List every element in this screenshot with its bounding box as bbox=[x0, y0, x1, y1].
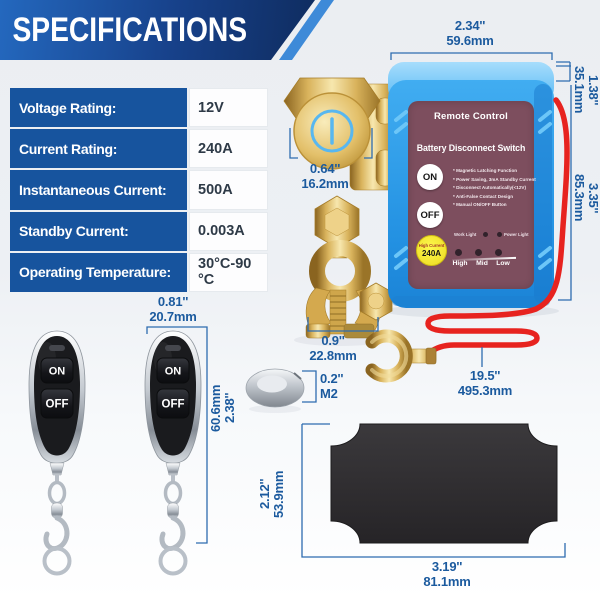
remote-on-button bbox=[156, 357, 190, 384]
badge-top-text: High Current bbox=[418, 243, 445, 248]
power-light-led bbox=[497, 232, 502, 237]
dim-inches: 3.35'' bbox=[586, 182, 600, 214]
dim-washer: 0.2'' M2 bbox=[320, 371, 364, 401]
badge-value-text: 240A bbox=[421, 249, 442, 258]
feature-item: * Manual ON/OFF Button bbox=[453, 202, 507, 208]
level-label-mid: Mid bbox=[476, 260, 488, 267]
remote-on-button bbox=[40, 357, 74, 384]
remote-off-label: OFF bbox=[46, 399, 69, 411]
dim-plate-width: 3.19'' 81.1mm bbox=[404, 559, 490, 589]
feature-item: * Disconnect Automatically(<12V) bbox=[453, 185, 526, 191]
dim-inches: 19.5'' bbox=[469, 368, 501, 383]
device-off-button: OFF bbox=[417, 202, 443, 228]
dim-inches: 2.12'' bbox=[257, 478, 272, 510]
low-level-led bbox=[495, 249, 502, 256]
remote-off-button bbox=[156, 388, 190, 419]
feature-item: * Power Saving, 3mA Standby Current bbox=[453, 176, 536, 182]
page-title: SPECIFICATIONS bbox=[12, 11, 248, 49]
mounting-plate-illustration bbox=[330, 423, 558, 544]
remote-2-illustration: ON OFF bbox=[144, 330, 202, 576]
washer-shadow bbox=[249, 405, 301, 413]
dim-remote-height: 60.6mm 2.38'' bbox=[208, 366, 237, 450]
lock-washer-illustration bbox=[245, 368, 305, 408]
dim-clamp-width: 0.9'' 22.8mm bbox=[301, 333, 365, 363]
fork-terminal-illustration bbox=[365, 329, 437, 383]
dim-remote-width: 0.81'' 20.7mm bbox=[140, 294, 206, 324]
power-light-label: Power Light bbox=[504, 232, 529, 237]
dim-post-diameter: 0.64'' 16.2mm bbox=[294, 161, 356, 191]
dim-inches: 0.64'' bbox=[309, 161, 341, 176]
dim-inches: 0.9'' bbox=[321, 333, 345, 348]
dim-inches: 2.38'' bbox=[222, 392, 237, 424]
remote-off-button bbox=[40, 388, 74, 419]
table-row: Operating Temperature: 30°C-90 °C bbox=[10, 252, 268, 292]
work-light-label: Work Light bbox=[454, 232, 477, 237]
spec-label: Standby Current: bbox=[10, 211, 187, 251]
device-title-line1: Remote Control bbox=[433, 111, 509, 122]
dimension-lines bbox=[146, 52, 572, 558]
dim-mm: 495.3mm bbox=[457, 382, 513, 398]
work-light-led bbox=[483, 232, 488, 237]
header-banner: SPECIFICATIONS bbox=[0, 0, 315, 60]
spec-value: 500A bbox=[189, 170, 268, 210]
diameter-icon bbox=[310, 109, 354, 153]
level-label-low: Low bbox=[496, 260, 510, 267]
feature-item: * Anti-False Contact Design bbox=[453, 193, 514, 199]
remote-led-window bbox=[49, 345, 65, 351]
dim-inches: 3.19'' bbox=[431, 559, 463, 574]
dim-lid-height: 1.38'' 35.1mm bbox=[572, 47, 600, 133]
dim-plate-height: 2.12'' 53.9mm bbox=[257, 452, 286, 536]
dim-mm: M2 bbox=[320, 385, 338, 401]
dim-mm: 85.3mm bbox=[572, 174, 587, 222]
battery-clamp-illustration bbox=[305, 195, 393, 339]
remote-off-label: OFF bbox=[162, 399, 185, 411]
table-row: Voltage Rating: 12V bbox=[10, 88, 268, 128]
table-row: Instantaneous Current: 500A bbox=[10, 170, 268, 210]
keychain bbox=[42, 462, 72, 576]
device-clip-ridges bbox=[394, 110, 552, 270]
device-feature-list: * Magnetic Latching Function * Power Sav… bbox=[453, 167, 536, 210]
remote-on-label: ON bbox=[49, 366, 66, 378]
dim-inches: 1.38'' bbox=[586, 74, 600, 106]
remote-wire bbox=[417, 97, 570, 359]
dim-top-width: 2.34'' 59.6mm bbox=[425, 18, 515, 48]
dim-mm: 53.9mm bbox=[271, 470, 286, 518]
remote-led-window bbox=[165, 345, 181, 351]
dim-wire-length: 19.5'' 495.3mm bbox=[441, 368, 529, 398]
spec-label: Voltage Rating: bbox=[10, 88, 187, 128]
remote-1-illustration: ON OFF bbox=[28, 330, 86, 576]
spec-value: 12V bbox=[189, 88, 268, 128]
dim-inches: 0.2'' bbox=[320, 371, 344, 386]
spec-table: Voltage Rating: 12V Current Rating: 240A… bbox=[10, 88, 268, 292]
mid-level-led bbox=[475, 249, 482, 256]
spec-value: 0.003A bbox=[189, 211, 268, 251]
high-current-badge: High Current 240A bbox=[416, 235, 447, 266]
dim-inches: 0.81'' bbox=[157, 294, 189, 309]
dim-mm: 81.1mm bbox=[423, 573, 471, 589]
remote-on-label: ON bbox=[165, 366, 182, 378]
spec-label: Operating Temperature: bbox=[10, 252, 187, 292]
dim-mm: 59.6mm bbox=[446, 32, 494, 48]
dim-mm: 60.6mm bbox=[208, 384, 223, 432]
dim-mm: 20.7mm bbox=[149, 308, 197, 324]
spec-value: 240A bbox=[189, 129, 268, 169]
device-on-button: ON bbox=[417, 164, 443, 190]
keychain bbox=[158, 462, 188, 576]
device-title-line2: Battery Disconnect Switch bbox=[416, 143, 526, 153]
high-level-led bbox=[455, 249, 462, 256]
feature-item: * Magnetic Latching Function bbox=[453, 168, 518, 173]
level-label-high: High bbox=[452, 260, 468, 267]
table-row: Standby Current: 0.003A bbox=[10, 211, 268, 251]
spec-label: Current Rating: bbox=[10, 129, 187, 169]
dim-body-height: 3.35'' 85.3mm bbox=[572, 148, 600, 248]
dim-inches: 2.34'' bbox=[454, 18, 486, 33]
spec-label: Instantaneous Current: bbox=[10, 170, 187, 210]
dim-mm: 16.2mm bbox=[301, 175, 349, 191]
device-front-panel: Remote Control Battery Disconnect Switch… bbox=[408, 101, 536, 289]
dim-mm: 22.8mm bbox=[309, 347, 357, 363]
dim-mm: 35.1mm bbox=[572, 66, 587, 114]
spec-value: 30°C-90 °C bbox=[189, 252, 268, 292]
table-row: Current Rating: 240A bbox=[10, 129, 268, 169]
